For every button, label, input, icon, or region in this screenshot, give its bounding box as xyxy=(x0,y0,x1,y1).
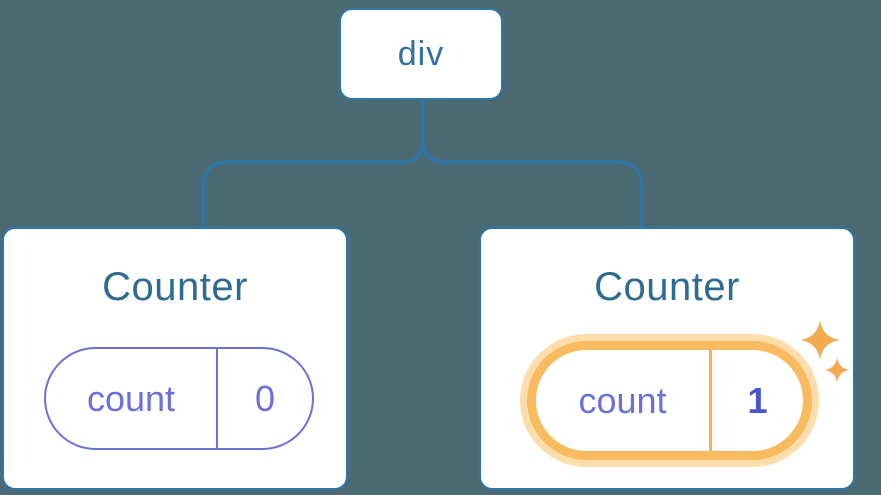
state-pill-key-section: count xyxy=(536,350,712,451)
state-pill-highlight-halo: count 1 xyxy=(520,334,819,467)
state-name-label: count xyxy=(578,379,667,421)
counter-card-left: Counter count 0 xyxy=(2,227,348,490)
root-node-label: div xyxy=(397,34,445,73)
state-pill-value-section: 1 xyxy=(712,350,803,451)
counter-card-right-title: Counter xyxy=(594,265,740,309)
state-name-label: count xyxy=(86,377,176,419)
counter-card-left-title: Counter xyxy=(102,265,248,309)
state-value-label: 1 xyxy=(747,379,768,421)
state-value-label: 0 xyxy=(254,377,276,419)
counter-card-right: Counter count 1 xyxy=(479,227,855,490)
state-pill-value-section: 0 xyxy=(218,349,312,448)
state-pill-key-section: count xyxy=(46,349,218,448)
sparkles-icon xyxy=(800,320,850,383)
state-pill-highlighted: count 1 xyxy=(536,350,803,451)
root-node-div: div xyxy=(339,8,503,100)
state-pill-plain: count 0 xyxy=(44,347,314,450)
state-pill-highlight-ring: count 1 xyxy=(527,341,812,460)
